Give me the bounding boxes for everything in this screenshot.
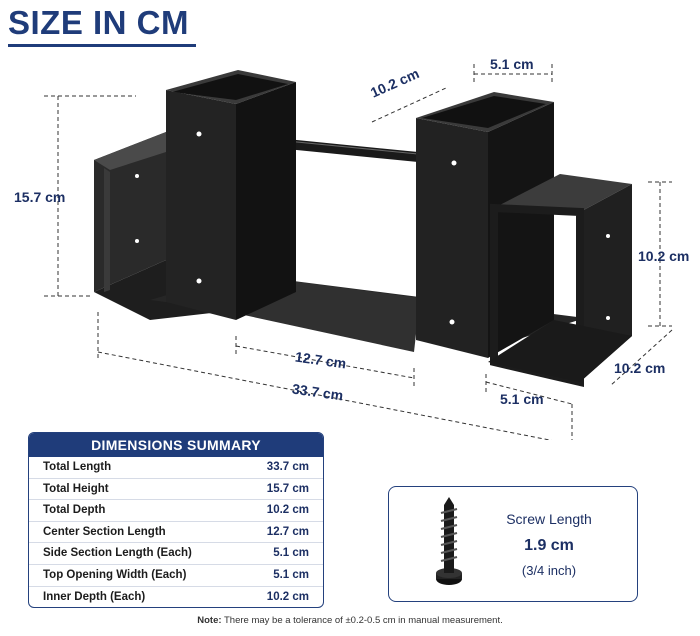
- dim-depth-right: 10.2 cm: [614, 360, 666, 376]
- left-post: [166, 70, 296, 320]
- note-prefix: Note:: [197, 615, 222, 626]
- row-value: 10.2 cm: [266, 590, 309, 603]
- row-label: Total Length: [43, 461, 112, 473]
- tolerance-note: Note: There may be a tolerance of ±0.2-0…: [0, 615, 700, 626]
- product-diagram: [44, 64, 673, 440]
- row-value: 12.7 cm: [266, 525, 309, 538]
- page-title: SIZE IN CM: [8, 4, 190, 41]
- row-label: Center Section Length: [43, 525, 166, 538]
- note-text: There may be a tolerance of ±0.2-0.5 cm …: [224, 615, 503, 626]
- summary-row: Inner Depth (Each) 10.2 cm: [29, 587, 323, 608]
- screw-holes: [135, 131, 610, 325]
- row-label: Total Depth: [43, 504, 106, 517]
- row-value: 33.7 cm: [266, 461, 309, 473]
- summary-row: Side Section Length (Each) 5.1 cm: [29, 543, 323, 565]
- row-label: Top Opening Width (Each): [43, 568, 187, 581]
- row-label: Inner Depth (Each): [43, 590, 146, 603]
- title-underline: [8, 44, 196, 47]
- row-value: 5.1 cm: [273, 547, 309, 560]
- dim-top-width: 5.1 cm: [490, 56, 534, 72]
- dimension-lines: [44, 64, 673, 440]
- dim-height-right: 10.2 cm: [638, 248, 690, 264]
- dim-side-length: 5.1 cm: [500, 391, 544, 407]
- screw-length-imperial: (3/4 inch): [521, 563, 577, 578]
- summary-row: Total Depth 10.2 cm: [29, 500, 323, 522]
- row-label: Total Height: [43, 482, 109, 495]
- screw-title: Screw Length: [506, 511, 592, 527]
- row-value: 10.2 cm: [266, 504, 309, 517]
- right-side-box: [488, 174, 632, 388]
- screw-length-value: 1.9 cm: [524, 537, 574, 554]
- summary-row: Total Height 15.7 cm: [29, 479, 323, 501]
- row-value: 15.7 cm: [266, 482, 309, 495]
- summary-heading: DIMENSIONS SUMMARY: [29, 433, 323, 457]
- screw-info-box: Screw Length 1.9 cm (3/4 inch): [388, 486, 638, 602]
- right-post: [416, 92, 554, 358]
- summary-row: Center Section Length 12.7 cm: [29, 522, 323, 544]
- row-label: Side Section Length (Each): [43, 547, 192, 560]
- screw-icon: [436, 497, 462, 585]
- summary-row: Top Opening Width (Each) 5.1 cm: [29, 565, 323, 587]
- row-value: 5.1 cm: [273, 568, 309, 581]
- dim-height-left: 15.7 cm: [14, 189, 66, 205]
- summary-row: Total Length 33.7 cm: [29, 457, 323, 479]
- dimensions-summary: DIMENSIONS SUMMARY Total Length 33.7 cm …: [28, 432, 324, 609]
